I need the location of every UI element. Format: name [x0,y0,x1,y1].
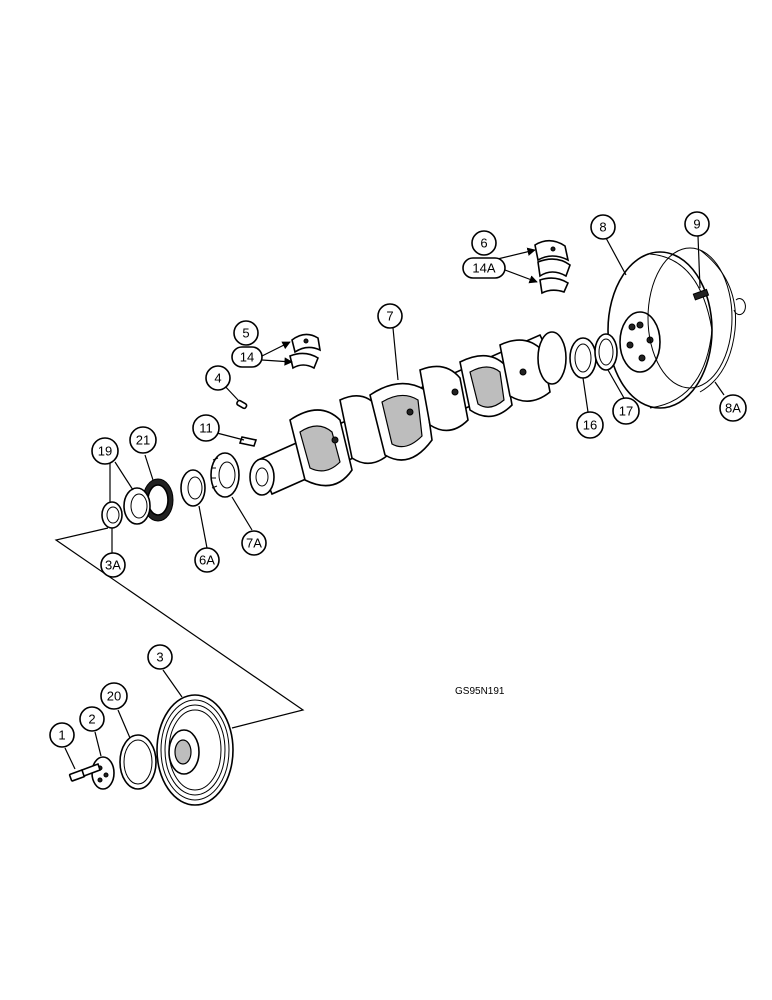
ring-gear [647,247,733,389]
svg-text:4: 4 [214,371,221,386]
callout-2: 2 [79,706,105,732]
callout-6: 6 [471,230,497,256]
front-seal [142,478,174,522]
callout-1: 1 [49,722,75,748]
rod-bearing-halves [289,333,322,370]
key [236,399,248,410]
balancer-gear [180,469,206,507]
callout-17: 17 [612,397,640,425]
svg-text:7: 7 [386,309,393,324]
woodruff-key [238,436,258,447]
callout-21: 21 [129,426,157,454]
svg-text:9: 9 [693,217,700,232]
wear-sleeve [594,333,618,371]
rear-seal [569,337,597,379]
svg-text:6A: 6A [199,553,215,568]
svg-text:17: 17 [619,404,633,419]
callout-11: 11 [192,414,220,442]
callout-14: 14 [231,346,263,368]
callout-6a: 6A [194,547,220,573]
crankshaft-pulley [156,694,234,806]
assembly-bracket [54,527,305,729]
svg-text:21: 21 [136,433,150,448]
svg-text:19: 19 [98,444,112,459]
callout-5: 5 [233,320,259,346]
svg-text:20: 20 [107,689,121,704]
callout-8: 8 [590,214,616,240]
front-wear-sleeve [123,487,151,525]
callout-8a: 8A [719,394,747,422]
leader-lines [64,235,725,770]
callout-20: 20 [100,682,128,710]
figure-code: GS95N191 [455,686,505,697]
svg-text:8: 8 [599,220,606,235]
svg-text:6: 6 [480,236,487,251]
main-bearing-halves [534,239,571,295]
callout-19: 19 [91,437,119,465]
gasket [119,734,157,790]
svg-text:8A: 8A [725,401,741,416]
callout-14a: 14A [462,257,506,279]
callout-3: 3 [147,644,173,670]
crankshaft-gear [210,452,240,498]
svg-text:1: 1 [58,728,65,743]
svg-text:14: 14 [240,350,254,365]
callout-4: 4 [205,365,231,391]
svg-text:2: 2 [88,712,95,727]
callout-3a: 3A [100,552,126,578]
svg-text:3: 3 [156,650,163,665]
crankshaft [249,331,567,496]
callout-9: 9 [684,211,710,237]
callout-7: 7 [377,303,403,329]
flywheel [607,247,737,409]
svg-text:11: 11 [199,421,213,436]
washer-plate [91,756,115,790]
svg-text:3A: 3A [105,558,121,573]
flywheel-bolt [692,288,746,316]
spacer [101,501,123,529]
svg-text:5: 5 [242,326,249,341]
pulley-bolt [68,762,102,782]
callout-16: 16 [576,411,604,439]
svg-text:14A: 14A [472,261,495,276]
callout-7a: 7A [241,530,267,556]
svg-text:16: 16 [583,418,597,433]
svg-text:7A: 7A [246,536,262,551]
